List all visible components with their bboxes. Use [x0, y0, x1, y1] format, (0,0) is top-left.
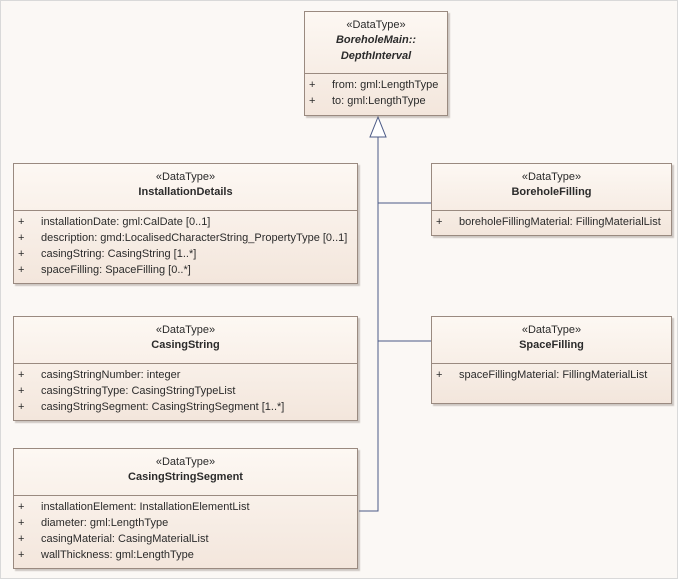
class-name: CasingStringSegment — [128, 471, 243, 483]
class-header: «DataType» SpaceFilling — [432, 317, 671, 364]
class-space-filling[interactable]: «DataType» SpaceFilling + spaceFillingMa… — [431, 316, 672, 404]
class-stereotype: «DataType» — [155, 171, 216, 183]
attribute-row[interactable]: + description: gmd:LocalisedCharacterStr… — [14, 230, 357, 246]
class-name-package: BoreholeMain:: — [335, 34, 417, 46]
attribute-text: to: gml:LengthType — [332, 95, 426, 107]
attribute-row[interactable]: + to: gml:LengthType — [305, 93, 447, 109]
attribute-row[interactable]: + casingStringNumber: integer — [14, 367, 357, 383]
class-casing-string[interactable]: «DataType» CasingString + casingStringNu… — [13, 316, 358, 421]
attribute-row[interactable]: + spaceFilling: SpaceFilling [0..*] — [14, 262, 357, 278]
attribute-row[interactable]: + casingString: CasingString [1..*] — [14, 246, 357, 262]
class-header: «DataType» BoreholeFilling — [432, 164, 671, 211]
attribute-text: boreholeFillingMaterial: FillingMaterial… — [459, 216, 661, 228]
attribute-row[interactable]: + diameter: gml:LengthType — [14, 515, 357, 531]
class-name: SpaceFilling — [519, 339, 584, 351]
attribute-row[interactable]: + spaceFillingMaterial: FillingMaterialL… — [432, 367, 671, 383]
attribute-text: diameter: gml:LengthType — [41, 517, 169, 529]
attribute-row[interactable]: + casingStringType: CasingStringTypeList — [14, 383, 357, 399]
attribute-row[interactable]: + installationDate: gml:CalDate [0..1] — [14, 214, 357, 230]
visibility-marker: + — [18, 264, 25, 276]
class-header: «DataType» InstallationDetails — [14, 164, 357, 211]
attribute-text: wallThickness: gml:LengthType — [41, 549, 194, 561]
attribute-row[interactable]: + casingStringSegment: CasingStringSegme… — [14, 399, 357, 415]
visibility-marker: + — [18, 369, 25, 381]
class-name: InstallationDetails — [138, 186, 233, 198]
attribute-list: + spaceFillingMaterial: FillingMaterialL… — [432, 364, 671, 383]
visibility-marker: + — [436, 216, 443, 228]
class-name: CasingString — [151, 339, 220, 351]
class-stereotype: «DataType» — [346, 19, 406, 31]
visibility-marker: + — [18, 248, 25, 260]
class-header: «DataType» CasingStringSegment — [14, 449, 357, 496]
visibility-marker: + — [18, 501, 25, 513]
visibility-marker: + — [18, 385, 25, 397]
visibility-marker: + — [18, 549, 25, 561]
class-depth-interval[interactable]: «DataType» BoreholeMain:: DepthInterval … — [304, 11, 448, 116]
attribute-text: description: gmd:LocalisedCharacterStrin… — [41, 232, 348, 244]
attribute-text: installationDate: gml:CalDate [0..1] — [41, 216, 211, 228]
attribute-list: + installationDate: gml:CalDate [0..1] +… — [14, 211, 357, 278]
attribute-row[interactable]: + casingMaterial: CasingMaterialList — [14, 531, 357, 547]
visibility-marker: + — [18, 517, 25, 529]
visibility-marker: + — [18, 232, 25, 244]
attribute-row[interactable]: + wallThickness: gml:LengthType — [14, 547, 357, 563]
attribute-text: casingStringNumber: integer — [41, 369, 181, 381]
class-borehole-filling[interactable]: «DataType» BoreholeFilling + boreholeFil… — [431, 163, 672, 236]
attribute-text: casingString: CasingString [1..*] — [41, 248, 197, 260]
attribute-row[interactable]: + boreholeFillingMaterial: FillingMateri… — [432, 214, 671, 230]
class-stereotype: «DataType» — [521, 324, 582, 336]
visibility-marker: + — [436, 369, 443, 381]
visibility-marker: + — [18, 533, 25, 545]
attribute-text: casingStringType: CasingStringTypeList — [41, 385, 236, 397]
class-casing-string-segment[interactable]: «DataType» CasingStringSegment + install… — [13, 448, 358, 569]
visibility-marker: + — [309, 95, 316, 107]
attribute-list: + from: gml:LengthType + to: gml:LengthT… — [305, 74, 447, 109]
attribute-list: + casingStringNumber: integer + casingSt… — [14, 364, 357, 415]
class-installation-details[interactable]: «DataType» InstallationDetails + install… — [13, 163, 358, 284]
class-stereotype: «DataType» — [155, 324, 216, 336]
attribute-text: installationElement: InstallationElement… — [41, 501, 250, 513]
generalization-line[interactable] — [359, 137, 379, 512]
class-name: BoreholeFilling — [511, 186, 592, 198]
attribute-row[interactable]: + installationElement: InstallationEleme… — [14, 499, 357, 515]
visibility-marker: + — [309, 79, 316, 91]
visibility-marker: + — [18, 401, 25, 413]
attribute-row[interactable]: + from: gml:LengthType — [305, 77, 447, 93]
class-stereotype: «DataType» — [155, 456, 216, 468]
attribute-text: from: gml:LengthType — [332, 79, 439, 91]
visibility-marker: + — [18, 216, 25, 228]
attribute-text: casingStringSegment: CasingStringSegment… — [41, 401, 285, 413]
class-name: DepthInterval — [340, 50, 412, 62]
class-stereotype: «DataType» — [521, 171, 582, 183]
attribute-text: spaceFilling: SpaceFilling [0..*] — [41, 264, 191, 276]
attribute-text: spaceFillingMaterial: FillingMaterialLis… — [459, 369, 648, 381]
class-header: «DataType» BoreholeMain:: DepthInterval — [305, 12, 447, 74]
generalization-arrowhead — [369, 115, 387, 138]
attribute-text: casingMaterial: CasingMaterialList — [41, 533, 209, 545]
attribute-list: + installationElement: InstallationEleme… — [14, 496, 357, 563]
attribute-list: + boreholeFillingMaterial: FillingMateri… — [432, 211, 671, 230]
class-header: «DataType» CasingString — [14, 317, 357, 364]
